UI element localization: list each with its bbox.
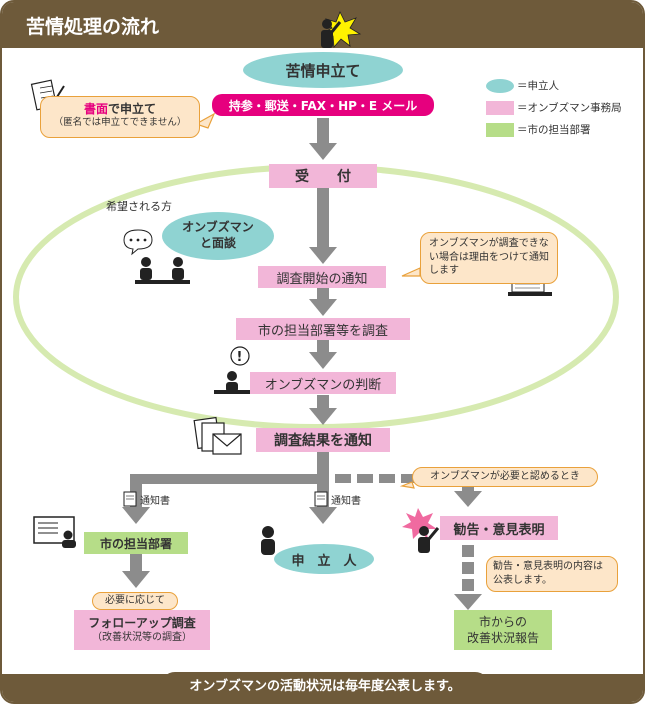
callout-written-bold: 書面	[83, 102, 108, 116]
legend-item-department: ＝市の担当部署	[486, 122, 591, 137]
complainant-figure-icon	[320, 11, 362, 48]
step-complaint: 苦情申立て	[243, 52, 403, 88]
legend-swatch-green	[486, 122, 514, 137]
legend-label-applicant: ＝申立人	[517, 80, 559, 92]
legend-item-applicant: ＝申立人	[486, 78, 559, 93]
callout-written-rest: で申立て	[108, 102, 157, 116]
callout-if-necessary: 必要に応じて	[92, 592, 178, 610]
meeting-icon	[123, 229, 190, 284]
callout-no-investigation: オンブズマンが調査できない場合は理由をつけて通知します	[420, 232, 558, 284]
footer-note: オンブズマンの活動状況は毎年度公表します。	[160, 672, 490, 702]
department-board-icon	[33, 516, 76, 548]
step-investigation: 市の担当部署等を調査	[236, 318, 410, 340]
followup-title: フォローアップ調査	[88, 615, 196, 630]
legend-item-office: ＝オンブズマン事務局	[486, 100, 622, 115]
notice-document-icon-left	[123, 491, 137, 507]
recommendation-figure-icon	[402, 508, 440, 553]
svg-text:!: !	[237, 350, 243, 365]
step-recommendation: 勧告・意見表明	[440, 516, 558, 540]
followup-subtitle: （改善状況等の調査）	[92, 632, 192, 644]
step-interview: オンブズマン と面談	[162, 212, 274, 260]
step-investigation-notice: 調査開始の通知	[258, 266, 386, 288]
step-result-notice: 調査結果を通知	[256, 428, 390, 452]
main-arrows	[122, 118, 337, 588]
step-methods: 持参・郵送・FAX・HP・E メール	[212, 94, 434, 116]
callout-publication: 勧告・意見表明の内容は公表します。	[486, 556, 618, 592]
step-department: 市の担当部署	[84, 532, 188, 554]
ombudsman-judgment-icon: !	[214, 346, 252, 394]
step-followup: フォローアップ調査 （改善状況等の調査）	[74, 610, 210, 650]
legend-swatch-pink	[486, 100, 514, 115]
step-applicant: 申 立 人	[274, 544, 374, 574]
callout-written: 書面で申立て （匿名では申立てできません）	[40, 96, 200, 138]
callout-written-note: （匿名では申立てできません）	[53, 117, 187, 129]
page-title: 苦情処理の流れ	[26, 16, 160, 38]
legend-label-department: ＝市の担当部署	[517, 124, 591, 136]
notice-document-icon-right	[314, 491, 328, 507]
legend-swatch-teal	[486, 78, 514, 93]
step-judgment: オンブズマンの判断	[250, 372, 396, 394]
callout-when-needed: オンブズマンが必要と認めるとき	[412, 467, 598, 487]
step-reception: 受 付	[269, 164, 377, 188]
callout-written-head: 書面で申立て	[49, 101, 191, 117]
legend-label-office: ＝オンブズマン事務局	[517, 102, 622, 114]
envelope-documents-icon	[193, 416, 242, 455]
applicant-figure-icon	[261, 526, 275, 555]
label-desired: 希望される方	[106, 200, 172, 213]
label-notice-doc-left: 通知書	[140, 496, 170, 507]
label-notice-doc-right: 通知書	[331, 496, 361, 507]
step-report: 市からの 改善状況報告	[454, 610, 552, 650]
